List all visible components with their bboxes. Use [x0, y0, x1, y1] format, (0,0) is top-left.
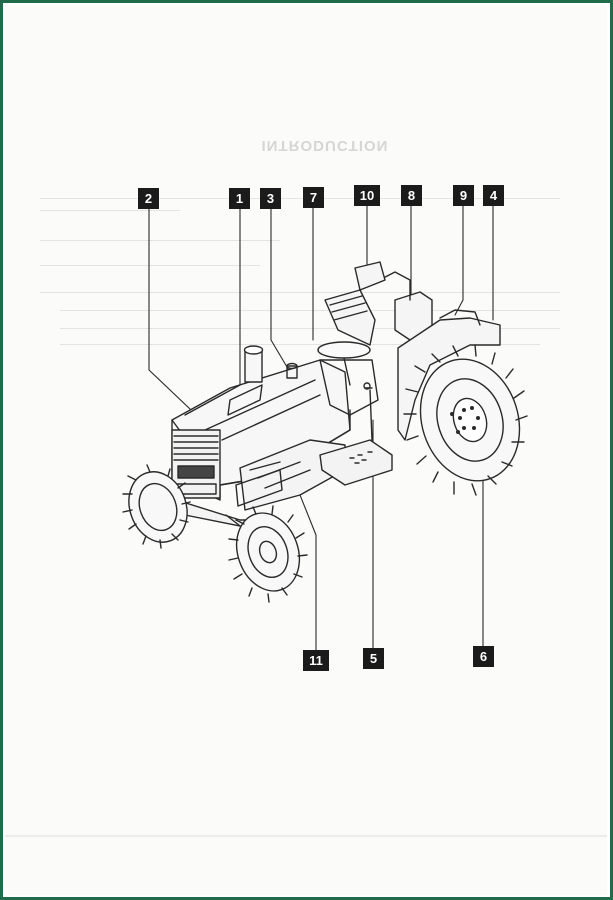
rear-wheel	[403, 344, 528, 496]
steering-wheel	[317, 341, 379, 416]
rear-fender	[397, 309, 501, 441]
callout-8: 8	[401, 185, 422, 206]
bleed-through-line	[60, 328, 560, 329]
callout-6: 6	[473, 646, 494, 667]
bleed-through-line	[40, 198, 560, 199]
callout-9: 9	[453, 185, 474, 206]
bleed-through-line	[60, 310, 560, 311]
left-fender	[324, 289, 376, 346]
footstep	[319, 439, 393, 486]
lever-cluster	[363, 382, 373, 441]
bleed-through-line	[40, 265, 260, 266]
callout-2: 2	[138, 188, 159, 209]
callout-11: 11	[303, 650, 329, 671]
front-right-wheel	[228, 505, 308, 603]
callout-5: 5	[363, 648, 384, 669]
rear-hub-bolts	[450, 406, 480, 434]
air-intake	[243, 345, 298, 383]
callout-4: 4	[483, 185, 504, 206]
page-bottom-edge	[5, 835, 607, 837]
callout-10: 10	[354, 185, 380, 206]
callout-1: 1	[229, 188, 250, 209]
callout-7: 7	[303, 187, 324, 208]
callout-3: 3	[260, 188, 281, 209]
bleed-through-line	[40, 292, 560, 293]
bleed-through-line	[60, 344, 540, 345]
front-left-wheel	[122, 464, 191, 549]
bleed-through-line	[40, 210, 180, 211]
bleed-through-line	[40, 240, 280, 241]
